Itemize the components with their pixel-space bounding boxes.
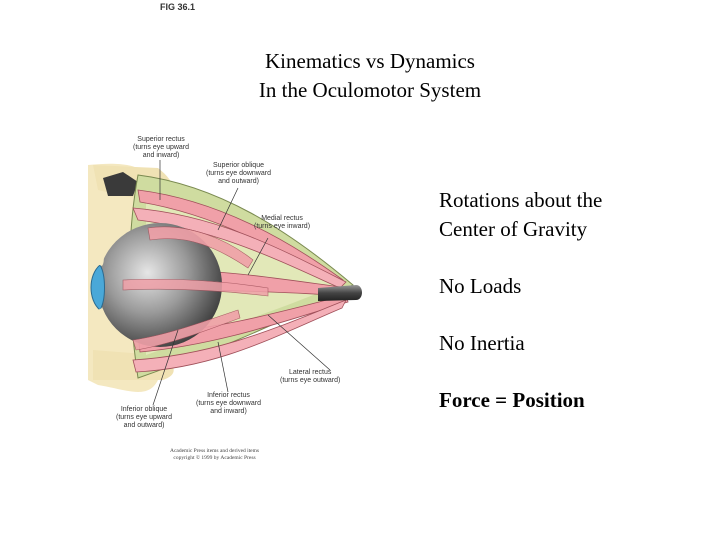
pointer-superior-oblique bbox=[217, 187, 239, 231]
label-inferior-oblique: Inferior oblique (turns eye upward and o… bbox=[116, 406, 173, 429]
bullet-no-loads: No Loads bbox=[439, 274, 522, 298]
label-lateral-rectus: Lateral rectus (turns eye outward) bbox=[280, 369, 341, 384]
bullet-no-inertia: No Inertia bbox=[439, 331, 525, 355]
inferior-oblique-on-ball bbox=[132, 309, 241, 351]
pointer-lateral-rectus bbox=[267, 314, 331, 371]
copyright-note: Academic Press items and derived items c… bbox=[170, 448, 260, 461]
bullet-rotations-line2: Center of Gravity bbox=[439, 217, 588, 241]
superior-rectus-on-ball bbox=[147, 226, 254, 269]
bullet-list: Rotations about the Center of Gravity No… bbox=[439, 186, 709, 415]
oculomotor-diagram: Superior rectus (turns eye upward and in… bbox=[78, 130, 378, 470]
eye-muscle-illustration bbox=[88, 160, 362, 406]
title-line-1: Kinematics vs Dynamics bbox=[265, 49, 475, 73]
eyelid-upper bbox=[88, 240, 104, 266]
label-medial-rectus: Medial rectus (turns eye inward) bbox=[254, 215, 311, 230]
optic-nerve bbox=[318, 285, 362, 301]
label-superior-oblique: Superior oblique (turns eye downward and… bbox=[206, 162, 271, 185]
bullet-rotations-line1: Rotations about the bbox=[439, 188, 603, 212]
inferior-rectus-muscle bbox=[132, 299, 347, 373]
figure-label: FIG 36.1 bbox=[160, 2, 196, 12]
slide-title: Kinematics vs Dynamics In the Oculomotor… bbox=[190, 47, 550, 105]
label-inferior-rectus: Inferior rectus (turns eye downward and … bbox=[196, 392, 261, 415]
lateral-band-on-ball bbox=[122, 278, 269, 297]
label-superior-rectus: Superior rectus (turns eye upward and in… bbox=[133, 136, 190, 159]
pointer-medial-rectus bbox=[247, 237, 269, 276]
pointer-inferior-oblique bbox=[152, 329, 179, 406]
orbit-dark-bone bbox=[103, 172, 138, 196]
pointer-inferior-rectus bbox=[217, 341, 229, 393]
eyelid-lower bbox=[88, 308, 104, 330]
bullet-force-position: Force = Position bbox=[439, 388, 585, 412]
title-line-2: In the Oculomotor System bbox=[258, 78, 482, 102]
